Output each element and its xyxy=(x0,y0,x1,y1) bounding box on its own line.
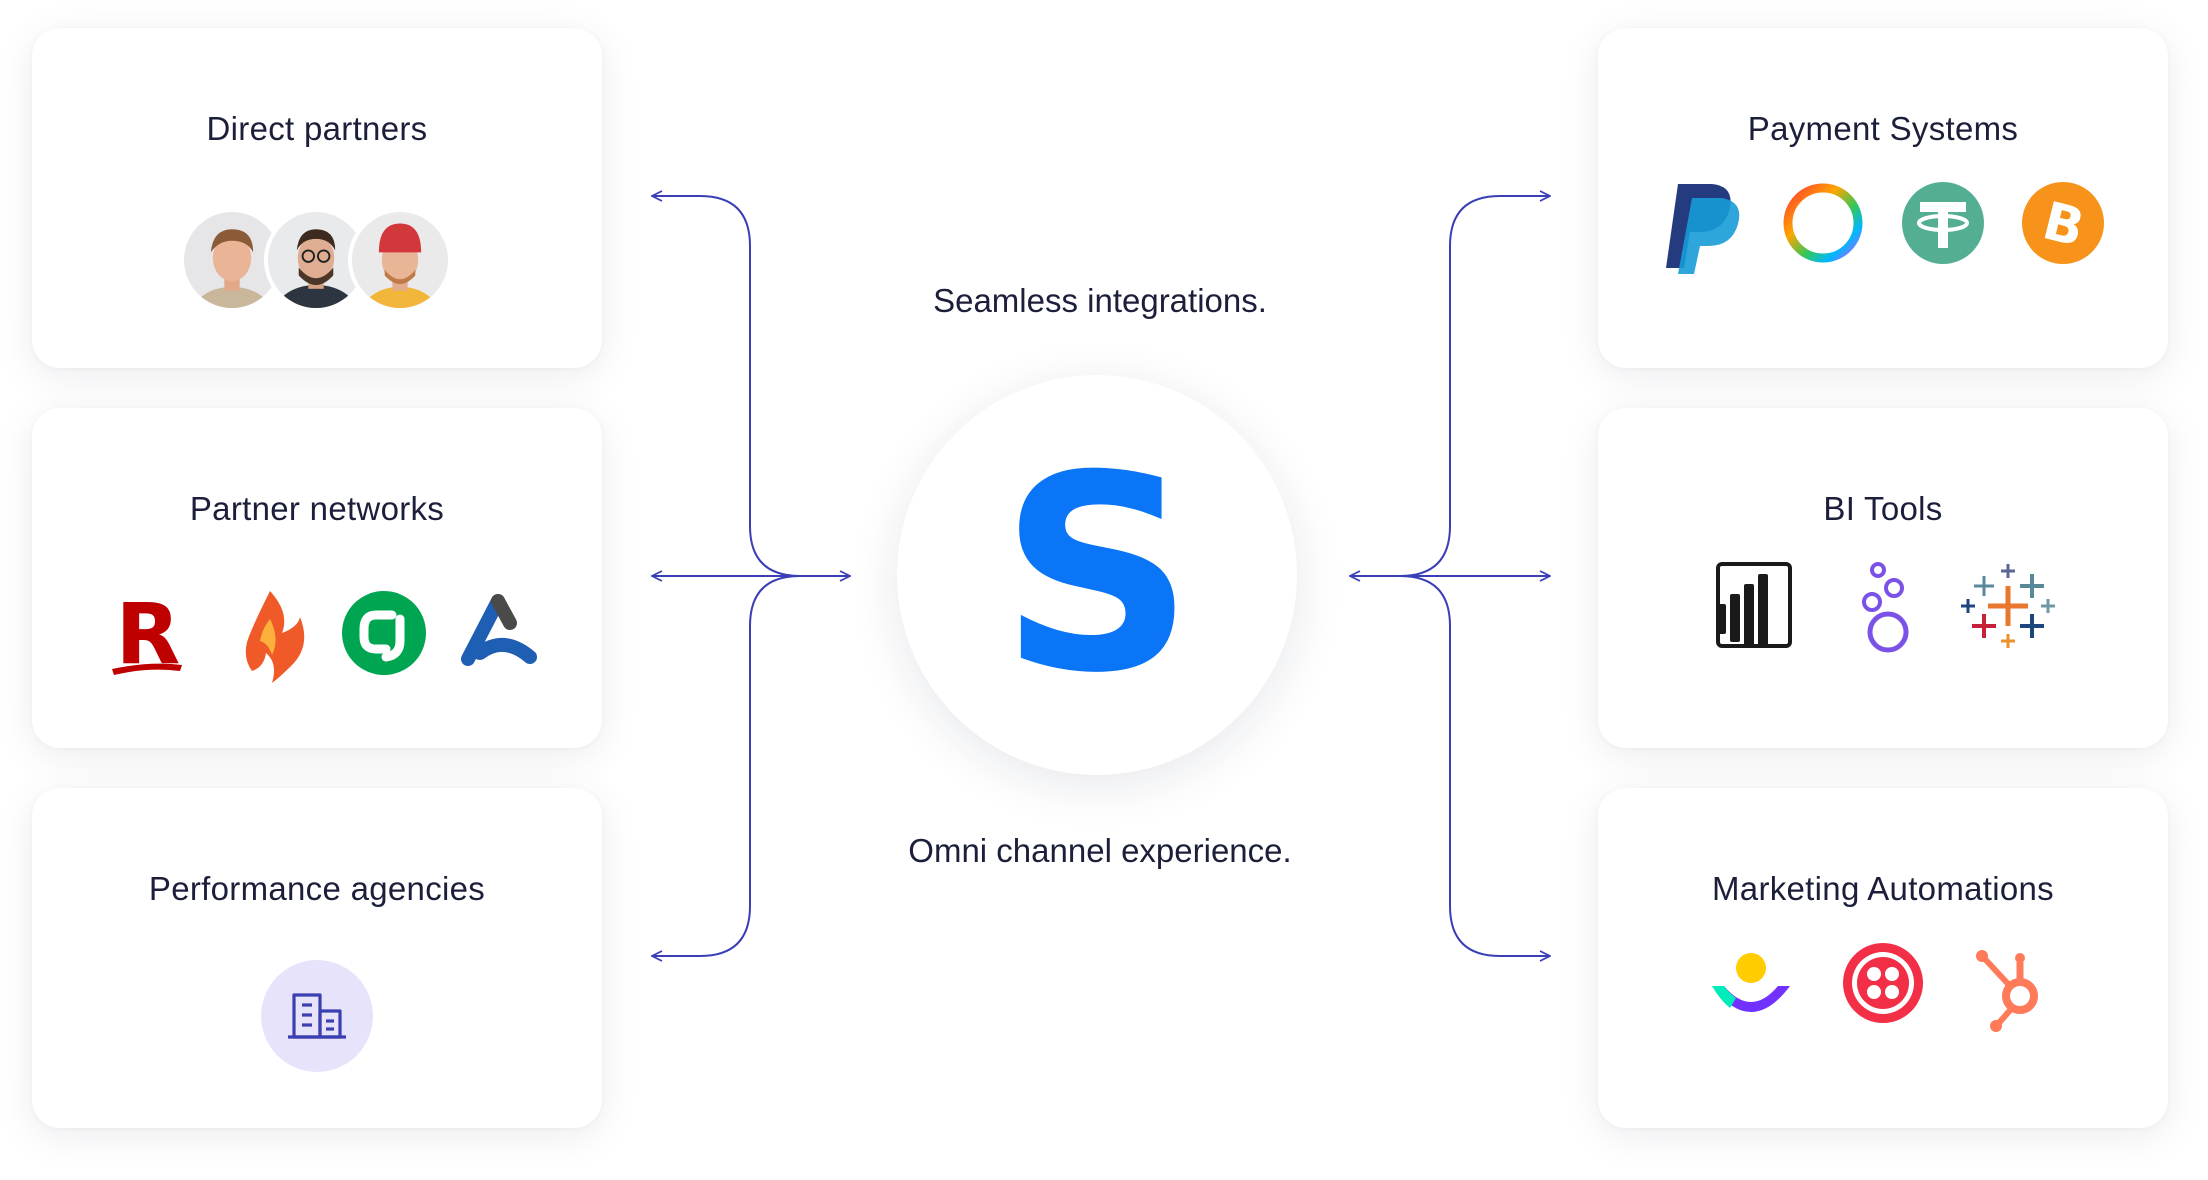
ring-wallet-icon xyxy=(1778,178,1868,268)
paypal-icon xyxy=(1658,178,1748,274)
card-marketing-automations: Marketing Automations xyxy=(1598,788,2168,1128)
partner-avatar-3 xyxy=(348,208,452,312)
card-performance-agencies: Performance agencies xyxy=(32,788,602,1128)
center-top-text: Seamless integrations. xyxy=(933,282,1267,319)
awin-icon xyxy=(450,583,550,683)
central-logo-hub: S xyxy=(897,375,1297,775)
rakuten-icon: R xyxy=(100,583,200,683)
card-title: BI Tools xyxy=(1823,490,1943,527)
card-title: Direct partners xyxy=(206,110,428,147)
center-bottom-text: Omni channel experience. xyxy=(908,832,1292,869)
tether-icon xyxy=(1898,178,1988,268)
flame-network-icon xyxy=(220,583,320,683)
card-partner-networks: Partner networks R xyxy=(32,408,602,748)
cj-icon xyxy=(334,583,434,683)
card-direct-partners: Direct partners xyxy=(32,28,602,368)
connector-left-bottom xyxy=(652,575,801,956)
card-bi-tools: BI Tools xyxy=(1598,408,2168,748)
customer-io-icon xyxy=(1706,938,1796,1028)
twilio-icon xyxy=(1838,938,1928,1028)
card-payment-systems: Payment Systems xyxy=(1598,28,2168,368)
connector-left-top xyxy=(652,196,801,577)
card-title: Marketing Automations xyxy=(1712,870,2054,907)
building-icon xyxy=(260,959,374,1073)
hubspot-icon xyxy=(1968,938,2058,1034)
svg-text:S: S xyxy=(1000,417,1194,732)
s-logo-icon: S xyxy=(1000,417,1194,732)
card-title: Performance agencies xyxy=(148,870,486,907)
bitcoin-icon: B xyxy=(2018,178,2108,268)
power-bi-icon xyxy=(1706,558,1802,654)
card-title: Partner networks xyxy=(189,490,445,527)
tableau-icon xyxy=(1960,558,2056,654)
card-title: Payment Systems xyxy=(1747,110,2019,147)
connector-right-top xyxy=(1399,196,1550,577)
connector-right-bottom xyxy=(1399,575,1550,956)
looker-icon xyxy=(1838,558,1928,654)
